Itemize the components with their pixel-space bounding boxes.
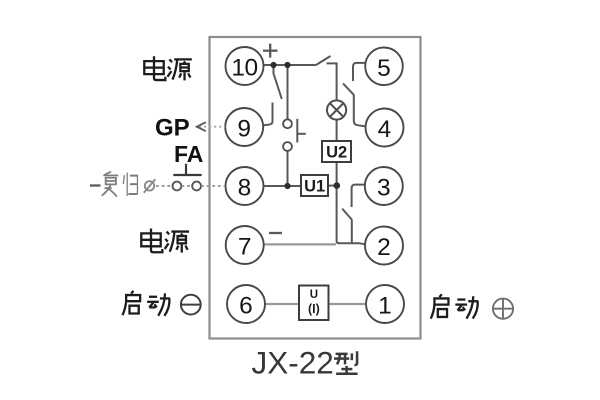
svg-text:9: 9: [237, 116, 251, 143]
svg-text:U1: U1: [304, 178, 325, 196]
svg-text:1: 1: [378, 293, 392, 320]
svg-text:U: U: [310, 289, 318, 301]
svg-text:6: 6: [239, 293, 253, 320]
svg-text:GP: GP: [155, 115, 190, 142]
svg-text:4: 4: [378, 116, 392, 143]
svg-text:3: 3: [377, 175, 391, 202]
svg-text:5: 5: [377, 55, 391, 82]
svg-text:(I): (I): [308, 302, 320, 316]
svg-text:8: 8: [238, 175, 252, 202]
svg-text:2: 2: [377, 234, 391, 261]
svg-text:FA: FA: [174, 141, 203, 167]
svg-text:10: 10: [231, 55, 257, 82]
svg-text:JX-22: JX-22: [252, 344, 334, 380]
svg-text:7: 7: [238, 234, 252, 261]
svg-text:U2: U2: [326, 143, 347, 161]
